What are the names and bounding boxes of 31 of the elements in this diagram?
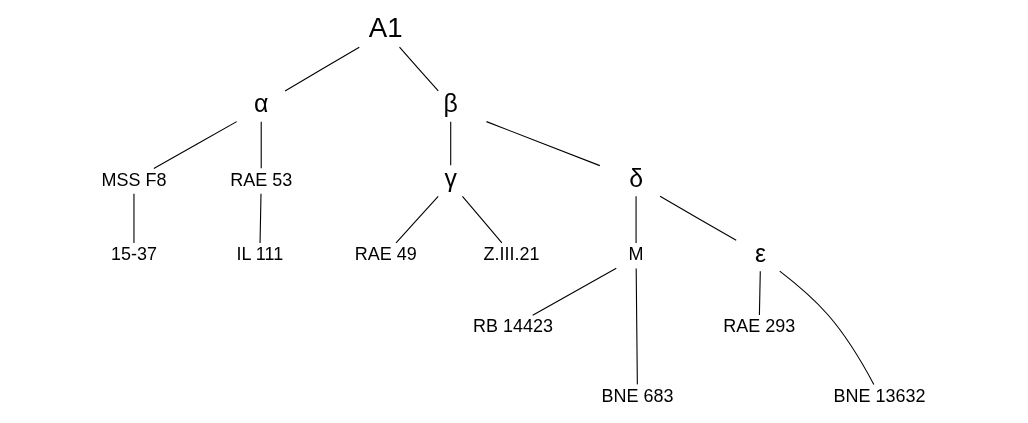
connector xyxy=(485,121,601,167)
node-text: Z.III.21 xyxy=(483,244,540,265)
node-text: A1 xyxy=(368,12,403,44)
connector xyxy=(259,193,262,244)
connector xyxy=(284,46,360,92)
node-text: BNE 13632 xyxy=(833,385,926,406)
node-text: MSS F8 xyxy=(101,169,167,190)
node-text: γ xyxy=(444,164,457,193)
connector xyxy=(153,121,238,169)
connector xyxy=(635,267,638,385)
node-text: BNE 683 xyxy=(601,385,674,406)
node-text: IL 111 xyxy=(236,244,284,265)
node-text: β xyxy=(443,89,458,118)
node-text: δ xyxy=(629,164,643,193)
connector xyxy=(398,46,439,92)
connector xyxy=(758,270,761,316)
connector xyxy=(395,195,439,244)
connector xyxy=(779,270,875,385)
node-text: 15-37 xyxy=(110,244,157,265)
connector xyxy=(532,267,617,316)
connector xyxy=(450,121,452,166)
connector xyxy=(461,195,503,244)
node-text: α xyxy=(254,89,269,118)
connector xyxy=(260,121,262,169)
node-text: ε xyxy=(755,238,767,267)
node-text: M xyxy=(628,244,644,265)
node-text: RAE 49 xyxy=(354,244,417,265)
connector xyxy=(659,195,737,241)
node-text: RAE 53 xyxy=(230,169,293,190)
node-text: RAE 293 xyxy=(723,316,796,337)
node-text: RB 14423 xyxy=(473,316,553,337)
